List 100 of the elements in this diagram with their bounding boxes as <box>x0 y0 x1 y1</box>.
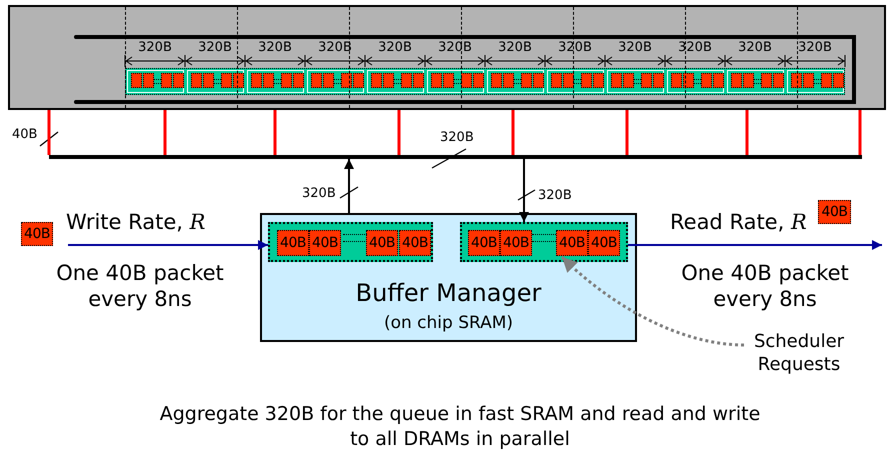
queue-segment <box>247 70 304 93</box>
bus-width-label: 40B <box>12 127 38 144</box>
packet-cell: 40B <box>366 230 398 256</box>
packet-cell <box>382 72 394 88</box>
packet-cell: 40B <box>21 222 53 246</box>
packet-cell <box>280 72 292 88</box>
bus-width-label: 320B <box>440 130 475 146</box>
sram-queue <box>460 222 628 262</box>
queue-segment <box>127 70 184 93</box>
dimension-label: 320B <box>257 40 293 56</box>
packet-cell <box>610 72 622 88</box>
packet-cell <box>472 72 484 88</box>
packet-cell <box>172 72 184 88</box>
packet-cell <box>832 72 844 88</box>
packet-cell <box>490 72 502 88</box>
arrow <box>628 240 882 250</box>
packet-cell <box>580 72 592 88</box>
packet-cell <box>220 72 232 88</box>
data-bus <box>49 155 862 159</box>
queue-strip <box>125 68 845 95</box>
packet-cell: 40B <box>309 230 341 256</box>
dimension-label: 320B <box>797 40 833 56</box>
rate-note: One 40B packet every 8ns <box>55 260 225 312</box>
queue-segment <box>427 70 484 93</box>
dimension-label: 320B <box>737 40 773 56</box>
packet-cell <box>550 72 562 88</box>
packet-cell: 40B <box>399 230 431 256</box>
packet-cell <box>790 72 802 88</box>
subtitle-text: (on chip SRAM) <box>382 313 514 333</box>
dimension-label: 320B <box>557 40 593 56</box>
packet-cell <box>742 72 754 88</box>
packet-cell <box>160 72 172 88</box>
dashed-arrow <box>560 256 744 346</box>
packet-cell <box>532 72 544 88</box>
dimension-label: 320B <box>677 40 713 56</box>
connector-line <box>626 110 628 155</box>
packet-cell <box>652 72 664 88</box>
connector-line <box>858 110 862 155</box>
packet-cell <box>640 72 652 88</box>
dimension-label: 320B <box>617 40 653 56</box>
packet-cell: 40B <box>556 230 588 256</box>
note-text: Scheduler Requests <box>744 326 854 380</box>
packet-cell <box>592 72 604 88</box>
packet-cell <box>520 72 532 88</box>
title-text: Buffer Manager <box>354 279 542 307</box>
packet-cell <box>562 72 574 88</box>
packet-cell <box>730 72 742 88</box>
connector-line <box>274 110 276 155</box>
dimension-label: 320B <box>197 40 233 56</box>
packet-cell: 40B <box>277 230 309 256</box>
packet-cell <box>430 72 442 88</box>
packet-cell <box>772 72 784 88</box>
buffer-manager-box <box>260 213 637 342</box>
sram-queue <box>268 222 433 262</box>
connector-line <box>48 110 50 155</box>
packet-cell <box>352 72 364 88</box>
dimension-label: 320B <box>317 40 353 56</box>
queue-segment <box>367 70 424 93</box>
packet-cell <box>622 72 634 88</box>
packet-cell <box>502 72 514 88</box>
connector-line <box>164 110 166 155</box>
packet-cell <box>340 72 352 88</box>
packet-cell: 40B <box>500 230 532 256</box>
connector-line <box>512 110 514 155</box>
packet-cell <box>232 72 244 88</box>
packet-cell <box>370 72 382 88</box>
packet-cell <box>442 72 454 88</box>
queue-segment <box>487 70 544 93</box>
packet-cell <box>760 72 772 88</box>
packet-cell <box>310 72 322 88</box>
packet-cell: 40B <box>468 230 500 256</box>
queue-segment <box>187 70 244 93</box>
dimension-label: 320B <box>497 40 533 56</box>
arrow <box>519 159 529 222</box>
packet-cell <box>670 72 682 88</box>
packet-cell <box>262 72 274 88</box>
connector-line <box>746 110 748 155</box>
dimension-label: 320B <box>137 40 173 56</box>
dimension-label: 320B <box>377 40 413 56</box>
dimension-label: 320B <box>437 40 473 56</box>
queue-segment <box>667 70 724 93</box>
packet-cell <box>142 72 154 88</box>
queue-segment <box>547 70 604 93</box>
packet-cell <box>292 72 304 88</box>
packet-cell <box>820 72 832 88</box>
arrow <box>68 240 268 250</box>
packet-cell: 40B <box>588 230 620 256</box>
packet-cell <box>190 72 202 88</box>
packet-cell <box>700 72 712 88</box>
arrow <box>344 159 354 213</box>
packet-cell <box>712 72 724 88</box>
packet-cell <box>130 72 142 88</box>
packet-cell <box>802 72 814 88</box>
caption-text: Aggregate 320B for the queue in fast SRAM and read and write to all DRAMs in parallel <box>158 402 762 452</box>
packet-cell <box>250 72 262 88</box>
rate-note: One 40B packet every 8ns <box>680 260 850 312</box>
queue-segment <box>727 70 784 93</box>
packet-cell <box>400 72 412 88</box>
packet-cell <box>460 72 472 88</box>
queue-segment <box>787 70 844 93</box>
